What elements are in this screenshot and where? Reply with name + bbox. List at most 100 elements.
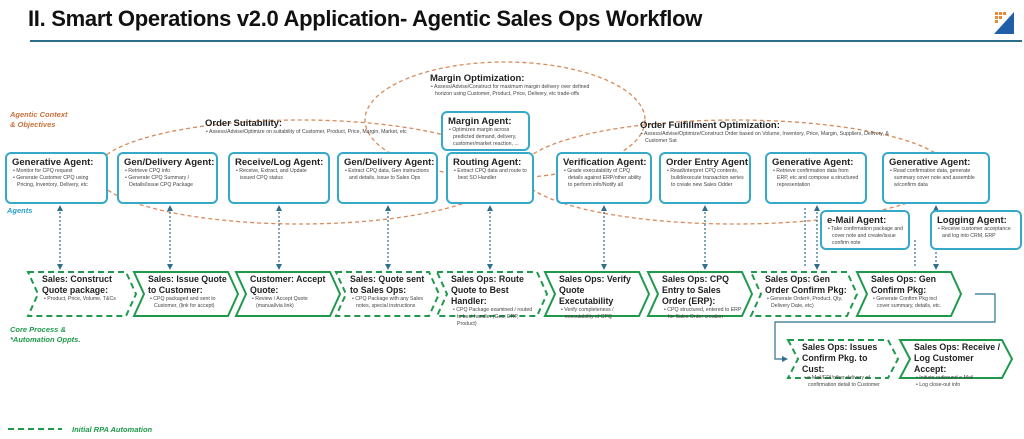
- detail-item: Assess/Advise/Construct for maximum marg…: [430, 84, 600, 98]
- context-objective-details: Assess/Advise/Construct for maximum marg…: [430, 84, 600, 98]
- agent-box-title: Order Entry Agent:: [666, 157, 751, 168]
- detail-item: Retrieve confirmation data from ERP, etc…: [772, 168, 860, 189]
- detail-item: CPQ Package examined / routed to best ha…: [451, 307, 537, 328]
- arrow-down-icon: [167, 264, 173, 270]
- arrow-up-icon: [487, 205, 493, 211]
- arrow-up-icon: [57, 205, 63, 211]
- agent-box-details: Retrieve CPQ infoGenerate CPQ Summary / …: [124, 168, 211, 189]
- detail-item: Generate Customer CPQ using Pricing, Inv…: [12, 175, 101, 189]
- process-step-title: Customer: Accept Quote:: [250, 274, 326, 295]
- agent-box-title: Gen/Delivery Agent:: [344, 157, 435, 168]
- arrow-down-icon: [276, 264, 282, 270]
- context-label-line: & Objectives: [10, 120, 56, 129]
- context-label: Agentic Context& Objectives: [10, 110, 68, 130]
- process-step: Sales Ops: Verify Quote ExecutabilityVer…: [545, 274, 649, 321]
- agent-box-details: Read/interpret CPQ contents, build/execu…: [666, 168, 744, 189]
- agent-box: Gen/Delivery Agent:Extract CPQ data, Gen…: [337, 152, 438, 204]
- process-step-details: Initiate outbound e-MailLog close-out in…: [914, 375, 1002, 389]
- detail-item: Extract CPQ data and route to best SO Ha…: [453, 168, 527, 182]
- title-divider: [30, 40, 1022, 42]
- detail-item: Verify completeness / executability of C…: [559, 307, 639, 321]
- process-step-details: e-Mail/EDI/other delivery of confirmatio…: [802, 375, 888, 389]
- arrow-right-icon: [782, 356, 788, 362]
- agent-box: Logging Agent:Receive customer acceptanc…: [930, 210, 1022, 250]
- process-step-title: Sales: Quote sent to Sales Ops:: [350, 274, 425, 295]
- agent-box-title: Routing Agent:: [453, 157, 522, 168]
- arrow-up-icon: [276, 205, 282, 211]
- process-step: Sales: Quote sent to Sales Ops:CPQ Packa…: [336, 274, 439, 318]
- detail-item: Review / Accept Quote (manual/via link): [250, 296, 330, 310]
- process-step-title: Sales Ops: Gen Order Confirm Pkg:: [765, 274, 847, 295]
- agent-box-details: Receive, Extract, and Update issued CPQ …: [235, 168, 323, 182]
- process-step-title: Sales: Construct Quote package:: [42, 274, 112, 295]
- agent-box-details: Extract CPQ data, Gen instructions and d…: [344, 168, 431, 182]
- detail-item: Assess/Advise/Optimize/Construct Order b…: [640, 131, 900, 145]
- process-label-line: *Automation Oppts.: [10, 335, 81, 344]
- process-step: Sales Ops: Issues Confirm Pkg. to Cust:e…: [788, 342, 898, 388]
- agent-box: Order Entry Agent:Read/interpret CPQ con…: [659, 152, 751, 204]
- context-label-line: Agentic Context: [10, 110, 68, 119]
- arrow-up-icon: [385, 205, 391, 211]
- process-step-chevron: [543, 271, 651, 317]
- arrow-up-icon: [814, 205, 820, 211]
- context-objective: Order Suitability:Assess/Advise/Optimize…: [205, 118, 415, 136]
- agent-box-details: Retrieve confirmation data from ERP, etc…: [772, 168, 860, 189]
- detail-item: Optimizes margin across predicted demand…: [448, 127, 523, 148]
- agent-box: Generative Agent:Retrieve confirmation d…: [765, 152, 867, 204]
- process-step: Sales Ops: Gen Confirm Pkg:Generate Conf…: [857, 274, 961, 318]
- flow-connector: [774, 293, 996, 360]
- detail-item: Read confirmation data, generate summary…: [889, 168, 983, 189]
- process-step-details: Generate Confirm Pkg incl cover summary,…: [871, 296, 951, 310]
- detail-item: e-Mail/EDI/other delivery of confirmatio…: [802, 375, 888, 389]
- agent-box-details: Extract CPQ data and route to best SO Ha…: [453, 168, 527, 182]
- detail-item: Receive customer acceptance and log into…: [937, 226, 1015, 240]
- context-objective: Margin Optimization:Assess/Advise/Constr…: [430, 73, 600, 98]
- detail-item: Initiate outbound e-Mail: [914, 375, 1002, 382]
- agent-box-details: Take confirmation package and cover note…: [827, 226, 903, 247]
- detail-item: Log close-out info: [914, 382, 1002, 389]
- process-step-details: CPQ Package with any Sales notes, specia…: [350, 296, 429, 310]
- detail-item: CPQ structured, entered to ERP for Sales…: [662, 307, 742, 321]
- agent-box-title: Generative Agent:: [12, 157, 94, 168]
- arrow-up-icon: [933, 205, 939, 211]
- page-title: II. Smart Operations v2.0 Application- A…: [28, 6, 703, 31]
- agent-box-title: Verification Agent:: [563, 157, 647, 168]
- process-step-details: CPQ Package examined / routed to best ha…: [451, 307, 537, 328]
- detail-item: Retrieve CPQ info: [124, 168, 211, 175]
- process-step-title: Sales: Issue Quote to Customer:: [148, 274, 227, 295]
- agents-label: Agents: [7, 206, 33, 215]
- process-step-details: Verify completeness / executability of C…: [559, 307, 639, 321]
- agent-box-details: Monitor for CPQ requestGenerate Customer…: [12, 168, 101, 189]
- process-step-chevron-rpa: [26, 271, 138, 317]
- context-objective: Order Fulfillment Optimization:Assess/Ad…: [640, 120, 900, 145]
- agent-box-title: Gen/Delivery Agent:: [124, 157, 215, 168]
- arrow-up-icon: [167, 205, 173, 211]
- detail-item: Generate CPQ Summary / Details/Issue CPQ…: [124, 175, 211, 189]
- process-step: Sales Ops: Route Quote to Best Handler:C…: [437, 274, 547, 327]
- context-objective-title: Order Fulfillment Optimization:: [640, 120, 780, 131]
- process-step-chevron-rpa: [435, 271, 549, 317]
- agent-box-title: Receive/Log Agent:: [235, 157, 324, 168]
- arrow-down-icon: [487, 264, 493, 270]
- process-step-chevron: [898, 339, 1014, 379]
- detail-item: Generate Confirm Pkg incl cover summary,…: [871, 296, 951, 310]
- detail-item: Grade executability of CPQ details again…: [563, 168, 645, 189]
- process-step: Sales Ops: Gen Order Confirm Pkg:Generat…: [751, 274, 857, 318]
- process-label: Core Process &*Automation Oppts.: [10, 325, 80, 345]
- process-step-details: CPQ structured, entered to ERP for Sales…: [662, 307, 742, 321]
- arrow-down-icon: [702, 264, 708, 270]
- agent-box-title: Logging Agent:: [937, 215, 1007, 226]
- detail-item: Generate Order#, Product, Qty, Delivery …: [765, 296, 847, 310]
- legend-label: Initial RPA Automation: [72, 425, 153, 434]
- agent-box-details: Receive customer acceptance and log into…: [937, 226, 1015, 240]
- detail-item: Read/interpret CPQ contents, build/execu…: [666, 168, 744, 189]
- process-step-title: Sales Ops: Issues Confirm Pkg. to Cust:: [802, 342, 878, 374]
- agent-box-title: Generative Agent:: [889, 157, 971, 168]
- agent-box: Generative Agent:Monitor for CPQ request…: [5, 152, 108, 204]
- process-step-title: Sales Ops: Receive / Log Customer Accept…: [914, 342, 1001, 374]
- process-step-title: Sales Ops: CPQ Entry to Sales Order (ERP…: [662, 274, 729, 306]
- company-logo: [994, 12, 1014, 34]
- arrow-down-icon: [57, 264, 63, 270]
- process-step: Sales Ops: Receive / Log Customer Accept…: [900, 342, 1012, 388]
- detail-item: Take confirmation package and cover note…: [827, 226, 903, 247]
